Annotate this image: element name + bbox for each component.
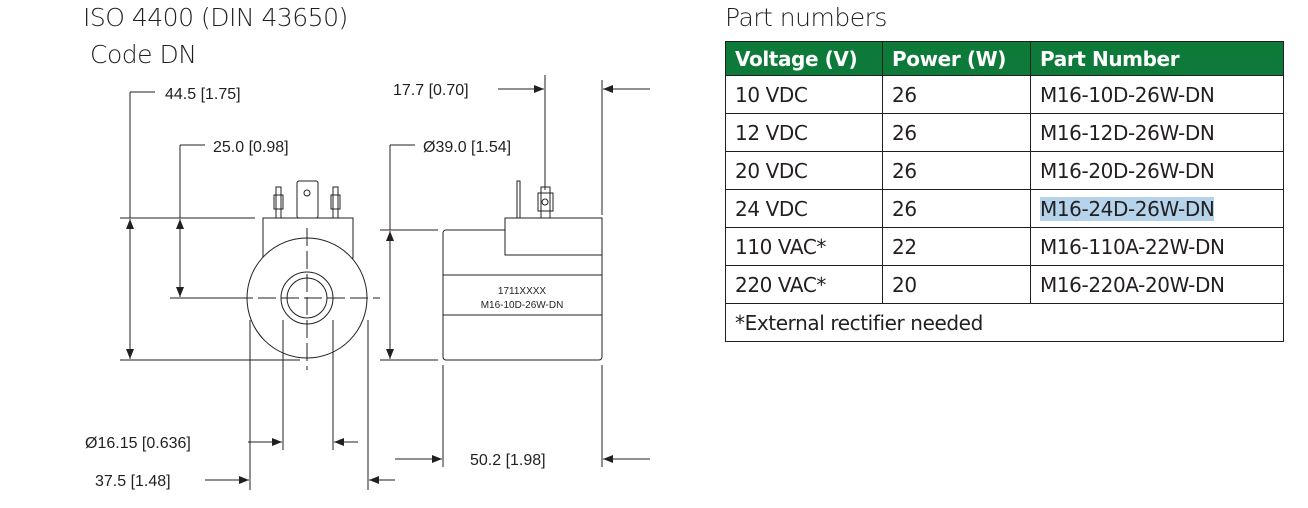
voltage-cell: 220 VAC* [725,265,883,304]
power-cell: 26 [882,189,1031,228]
part-number-cell: M16-20D-26W-DN [1030,151,1284,190]
table-footnote-row: *External rectifier needed [725,303,1284,342]
voltage-cell: 24 VDC [725,189,883,228]
dim-height-overall: 44.5 [1.75] [120,86,300,361]
drawing-subtitle: Code DN [90,40,197,69]
header-power: Power (W) [882,41,1031,76]
table-title: Part numbers [725,3,887,32]
drawing-title: ISO 4400 (DIN 43650) [83,3,348,32]
dim-length-label: 50.2 [1.98] [470,452,546,469]
dim-width-label: 37.5 [1.48] [95,473,171,490]
part-number-cell: M16-110A-22W-DN [1030,227,1284,266]
power-cell: 26 [882,75,1031,114]
voltage-cell: 12 VDC [725,113,883,152]
coil-label-part: M16-10D-26W-DN [481,300,564,311]
table-header-row: Voltage (V) Power (W) Part Number [725,41,1284,76]
part-number-cell: M16-12D-26W-DN [1030,113,1284,152]
dim-label: 44.5 [1.75] [165,86,241,103]
dim-label: 25.0 [0.98] [213,139,289,156]
power-cell: 20 [882,265,1031,304]
part-number-cell: M16-10D-26W-DN [1030,75,1284,114]
side-view: 1711XXXX M16-10D-26W-DN [442,180,603,361]
voltage-cell: 20 VDC [725,151,883,190]
power-cell: 22 [882,227,1031,266]
header-voltage: Voltage (V) [725,41,883,76]
dim-pin-offset-label: 17.7 [0.70] [393,82,469,99]
front-view [235,180,380,490]
dim-label: Ø39.0 [1.54] [423,139,511,156]
header-part-number: Part Number [1030,41,1284,76]
dim-bore-label: Ø16.15 [0.636] [85,435,191,452]
voltage-cell: 10 VDC [725,75,883,114]
dim-height-center: 25.0 [0.98] [170,139,289,299]
part-number-cell: M16-220A-20W-DN [1030,265,1284,304]
part-numbers-table: Voltage (V) Power (W) Part Number 10 VDC… [725,41,1284,342]
coil-label-code: 1711XXXX [498,286,547,297]
power-cell: 26 [882,151,1031,190]
dim-diameter: Ø39.0 [1.54] [380,139,511,361]
coil-drawing: 44.5 [1.75] 25.0 [0.98] Ø16.15 [0.636] 3… [85,75,650,490]
selected-text[interactable]: M16-24D-26W-DN [1040,196,1215,221]
power-cell: 26 [882,113,1031,152]
voltage-cell: 110 VAC* [725,227,883,266]
footnote: *External rectifier needed [725,303,1284,342]
part-number-cell-selected[interactable]: M16-24D-26W-DN [1030,189,1284,228]
